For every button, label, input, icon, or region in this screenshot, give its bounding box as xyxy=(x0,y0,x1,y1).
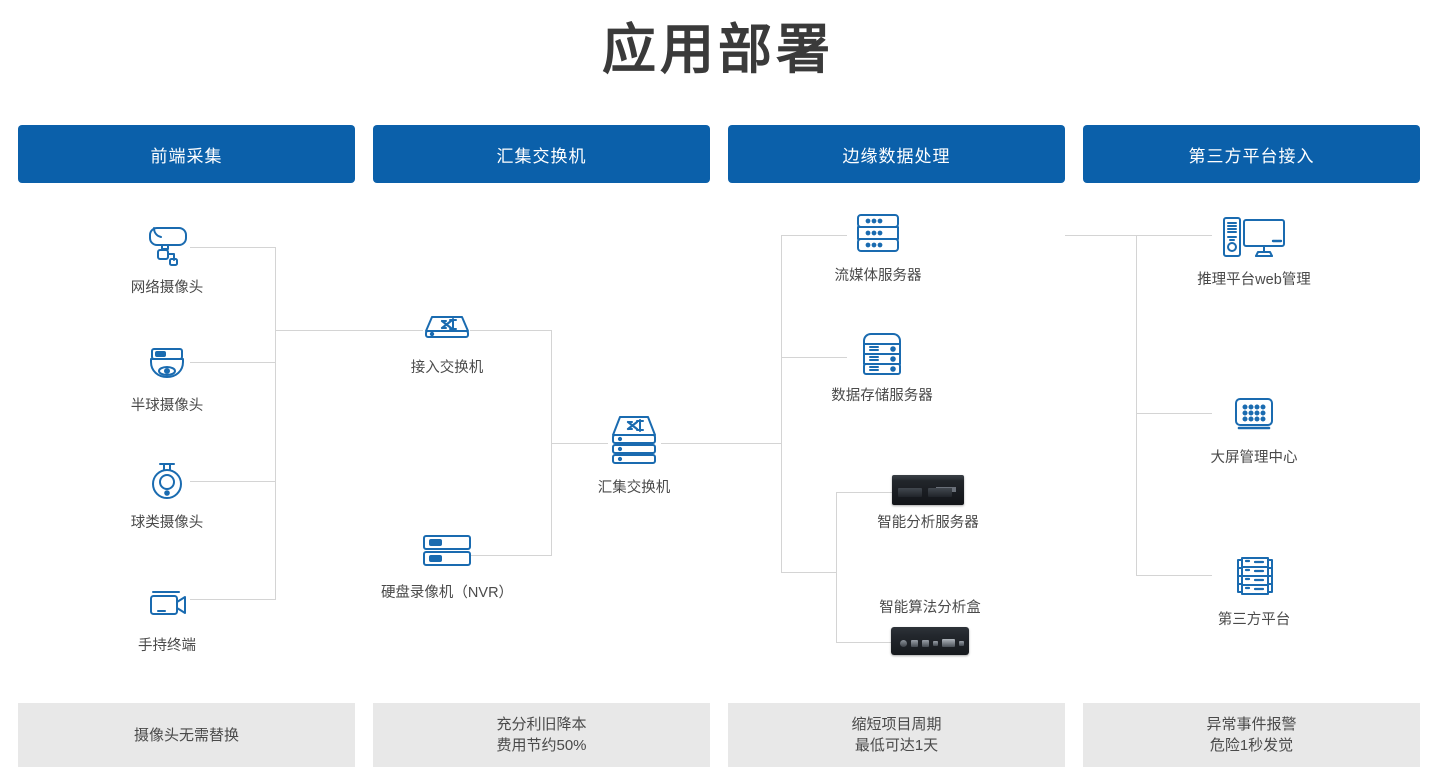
node-label: 手持终端 xyxy=(138,638,196,654)
node-aggregation-switch[interactable]: 汇集交换机 xyxy=(549,410,719,498)
node-ai-algorithm-box[interactable]: 智能算法分析盒 xyxy=(845,598,1015,658)
node-label: 网络摄像头 xyxy=(130,280,204,296)
ai-analysis-server-photo xyxy=(892,473,964,507)
node-ai-analysis-server[interactable]: 智能分析服务器 xyxy=(843,473,1013,533)
footer-line: 最低可达1天 xyxy=(854,737,939,754)
node-dome-camera[interactable]: 半球摄像头 xyxy=(82,338,252,416)
connector-nvr-to-bus xyxy=(470,555,551,556)
column-header-third-party-access[interactable]: 第三方平台接入 xyxy=(1083,125,1420,183)
access-switch-icon xyxy=(417,300,477,352)
page-title: 应用部署 xyxy=(602,20,834,80)
node-nvr[interactable]: 硬盘录像机（NVR） xyxy=(362,525,532,603)
connector-col4-stub-platform xyxy=(1136,575,1212,576)
node-label: 智能分析服务器 xyxy=(877,515,979,531)
footer-line: 异常事件报警 xyxy=(1206,716,1297,733)
connector-aggregation-to-col3-bus xyxy=(661,443,781,444)
node-handheld-terminal[interactable]: 手持终端 xyxy=(82,578,252,656)
connector-col1-stub-2 xyxy=(190,362,276,363)
node-storage-server[interactable]: 数据存储服务器 xyxy=(797,328,967,406)
node-label: 球类摄像头 xyxy=(130,515,204,531)
node-label: 汇集交换机 xyxy=(597,480,671,496)
connector-access-switch-to-bus xyxy=(470,330,551,331)
connector-col4-stub-web xyxy=(1136,235,1212,236)
footer-line: 摄像头无需替换 xyxy=(133,726,239,744)
aggregation-switch-icon xyxy=(603,410,665,472)
bullet-camera-icon xyxy=(140,220,194,272)
node-label: 推理平台web管理 xyxy=(1197,272,1311,288)
dome-camera-icon xyxy=(140,338,194,390)
node-label: 流媒体服务器 xyxy=(834,268,922,284)
column-header-edge-data-processing[interactable]: 边缘数据处理 xyxy=(728,125,1065,183)
connector-ai-box-stub xyxy=(836,642,896,643)
footer-line: 缩短项目周期 xyxy=(851,716,942,733)
streaming-server-icon xyxy=(848,208,908,260)
footer-line: 充分利旧降本 xyxy=(496,716,587,733)
ptz-camera-icon xyxy=(140,455,194,507)
connector-col1-stub-4 xyxy=(190,599,276,600)
footer-line: 费用节约50% xyxy=(496,737,587,754)
node-label: 半球摄像头 xyxy=(130,398,204,414)
column-header-aggregation-switch[interactable]: 汇集交换机 xyxy=(373,125,710,183)
connector-col3-stub-ai-group xyxy=(781,572,836,573)
node-inference-platform-web[interactable]: 推理平台web管理 xyxy=(1169,212,1339,290)
footer-edge-data-processing: 缩短项目周期 最低可达1天 xyxy=(728,703,1065,767)
connector-col4-stub-videowall xyxy=(1136,413,1212,414)
node-video-wall-center[interactable]: 大屏管理中心 xyxy=(1169,390,1339,468)
connector-col1-bus xyxy=(275,247,276,599)
connector-col2-bus-to-aggregation-switch xyxy=(551,443,608,444)
node-third-party-platform[interactable]: 第三方平台 xyxy=(1169,552,1339,630)
connector-col1-stub-3 xyxy=(190,481,276,482)
node-network-camera[interactable]: 网络摄像头 xyxy=(82,220,252,298)
connector-col1-to-access-switch xyxy=(275,330,423,331)
nvr-icon xyxy=(416,525,478,577)
node-access-switch[interactable]: 接入交换机 xyxy=(362,300,532,378)
connector-col3-bus xyxy=(781,235,782,572)
footer-front-end-collection: 摄像头无需替换 xyxy=(18,703,355,767)
footer-aggregation-switch: 充分利旧降本 费用节约50% xyxy=(373,703,710,767)
desktop-pc-icon xyxy=(1216,212,1292,264)
node-label: 接入交换机 xyxy=(410,360,484,376)
node-label: 第三方平台 xyxy=(1217,612,1291,628)
connector-col1-stub-1 xyxy=(190,247,276,248)
column-header-front-end-collection[interactable]: 前端采集 xyxy=(18,125,355,183)
footer-line: 危险1秒发觉 xyxy=(1209,737,1294,754)
connector-col3-stub-streaming xyxy=(781,235,847,236)
connector-col4-bus xyxy=(1136,235,1137,575)
connector-ai-server-stub xyxy=(836,492,896,493)
connector-col3-to-col4-top xyxy=(1065,235,1137,236)
connector-col3-ai-bus xyxy=(836,492,837,642)
storage-server-icon xyxy=(853,328,911,380)
third-party-platform-icon xyxy=(1225,552,1283,604)
handheld-camcorder-icon xyxy=(140,578,194,630)
connector-col3-stub-storage xyxy=(781,357,847,358)
ai-algorithm-box-photo xyxy=(891,624,969,658)
node-label: 数据存储服务器 xyxy=(831,388,933,404)
node-label: 大屏管理中心 xyxy=(1210,450,1298,466)
node-ptz-camera[interactable]: 球类摄像头 xyxy=(82,455,252,533)
footer-third-party-access: 异常事件报警 危险1秒发觉 xyxy=(1083,703,1420,767)
node-label: 硬盘录像机（NVR） xyxy=(380,585,514,601)
video-wall-icon xyxy=(1227,390,1281,442)
node-streaming-server[interactable]: 流媒体服务器 xyxy=(793,208,963,286)
node-label: 智能算法分析盒 xyxy=(879,600,981,616)
